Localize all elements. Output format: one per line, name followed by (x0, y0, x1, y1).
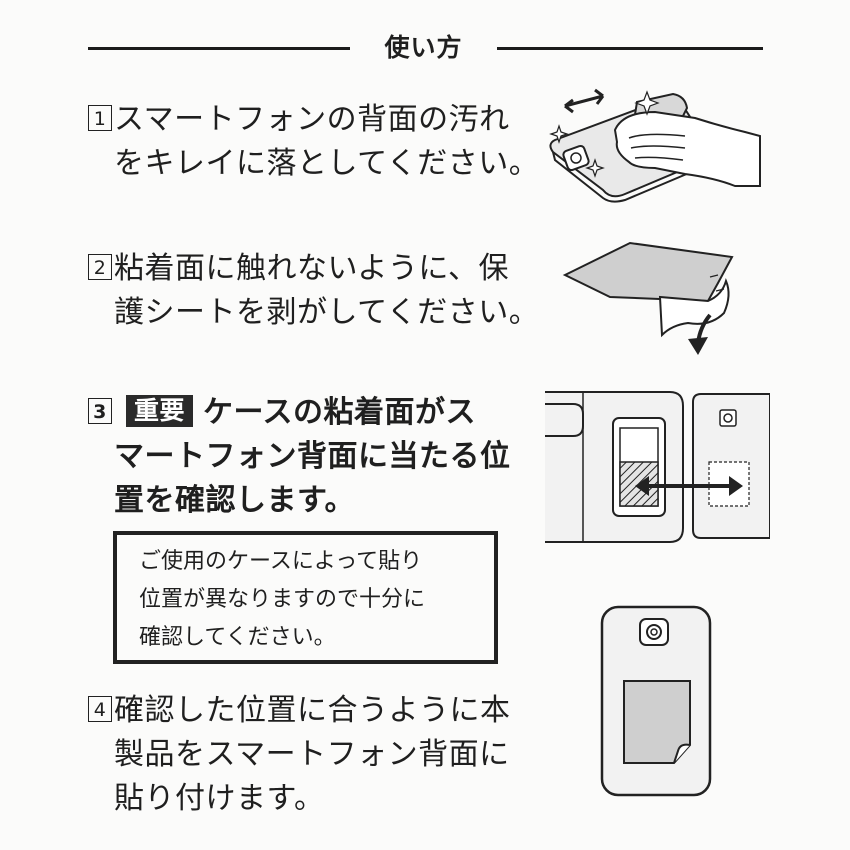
step-3: 3 重要ケースの粘着面がス マートフォン背面に当たる位 置を確認します。 (88, 391, 511, 523)
step-number-1: 1 (88, 105, 112, 131)
step-2-line-2: 護シートを剥がしてください。 (114, 295, 540, 330)
step-number-4: 4 (88, 696, 112, 722)
notice-line-3: 確認してください。 (139, 625, 336, 650)
step-2-line-1: 粘着面に触れないように、保 (114, 251, 509, 286)
step-3-line-3: 置を確認します。 (114, 483, 355, 518)
phone-applied-illustration (600, 605, 712, 797)
step-1-line-2: をキレイに落としてください。 (114, 146, 540, 181)
header-rule-right (497, 47, 763, 50)
notice-box: ご使用のケースによって貼り 位置が異なりますので十分に 確認してください。 (113, 531, 498, 664)
notice-line-1: ご使用のケースによって貼り (139, 549, 423, 574)
step-number-2: 2 (88, 254, 112, 280)
peeling-sheet-illustration (562, 241, 734, 355)
notice-line-2: 位置が異なりますので十分に (139, 587, 426, 612)
wiping-phone-illustration (549, 88, 761, 203)
step-4-line-2: 製品をスマートフォン背面に (114, 737, 510, 772)
case-position-illustration (545, 391, 770, 543)
step-number-3: 3 (88, 398, 112, 424)
step-1-line-1: スマートフォンの背面の汚れ (114, 102, 510, 137)
step-3-line-2: マートフォン背面に当たる位 (114, 439, 511, 474)
step-4-line-1: 確認した位置に合うように本 (114, 693, 511, 728)
step-3-line-1: ケースの粘着面がス (203, 395, 477, 430)
page-title: 使い方 (384, 33, 463, 62)
header-rule-left (88, 47, 350, 50)
important-badge: 重要 (126, 395, 194, 427)
step-4-line-3: 貼り付けます。 (114, 781, 325, 816)
